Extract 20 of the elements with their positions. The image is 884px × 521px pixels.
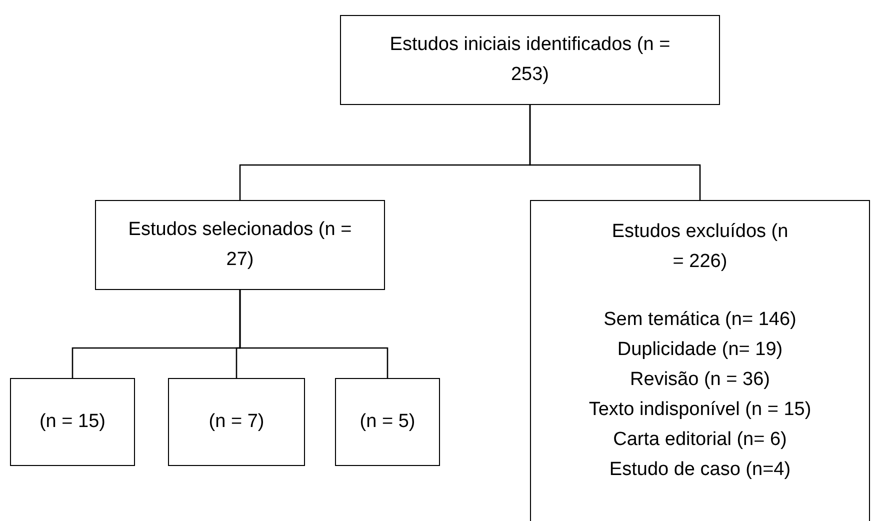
box-text: (n = 7) [208, 410, 266, 434]
process-box [335, 378, 440, 466]
box-text: Revisão (n = 36) [629, 368, 771, 392]
box-text: Estudos selecionados (n = 27) [127, 218, 353, 272]
box-text: Estudo de caso (n=4) [608, 458, 792, 482]
box-text: Carta editorial (n= 6) [612, 428, 788, 452]
process-box [530, 200, 870, 521]
box-text: Estudos iniciais identificados (n = 253) [388, 33, 672, 87]
box-text: Duplicidade (n= 19) [616, 338, 784, 362]
process-box [168, 378, 305, 466]
box-text: (n = 5) [358, 410, 416, 434]
box-text: Sem temática (n= 146) [602, 308, 798, 332]
process-box [95, 200, 385, 290]
box-text: Texto indisponível (n = 15) [588, 398, 812, 422]
connector-line [239, 290, 388, 378]
process-box [340, 15, 720, 105]
connector-line [529, 105, 701, 200]
process-box [10, 378, 135, 466]
box-text: Estudos excluídos (n = 226) [610, 220, 790, 274]
box-text: (n = 15) [38, 410, 106, 434]
